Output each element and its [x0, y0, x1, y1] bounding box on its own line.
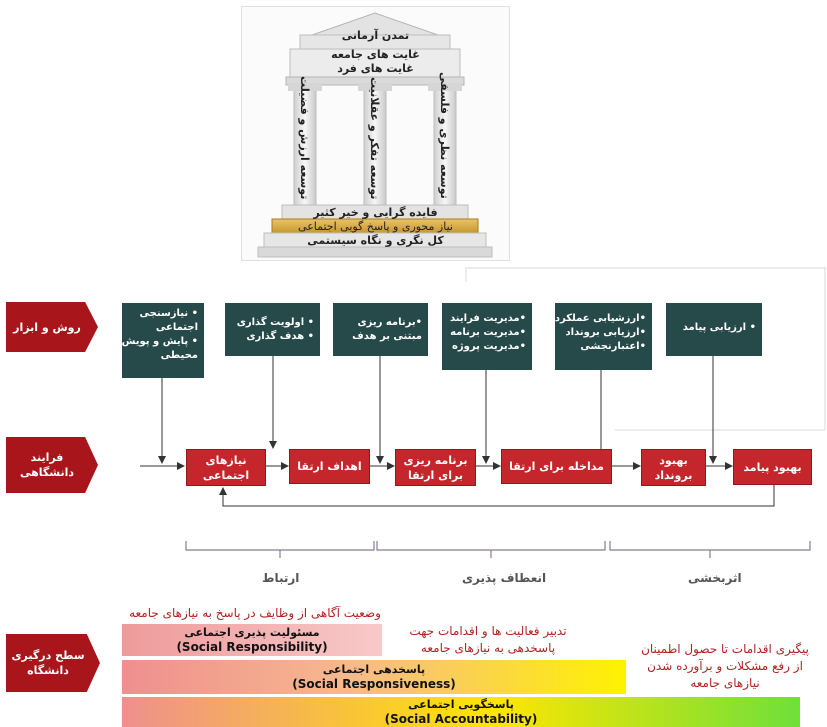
tool-line: •ارزشیابی عملکرد: [554, 313, 646, 324]
process-goals: اهداف ارتقا: [289, 449, 370, 484]
row-label-tools-text: روش و ابزار: [13, 320, 81, 334]
tool-line: • ارزیابی پیامد: [682, 322, 756, 333]
row-label-process-line2: دانشگاهی: [19, 466, 75, 479]
row-label-tools: روش و ابزار: [6, 302, 98, 352]
tool-line: •مدیریت فرایند: [450, 313, 526, 324]
note-followup-line2: از رفع مشکلات و برآورده شدن: [647, 659, 803, 673]
tool-line: • پایش و پویش: [121, 336, 198, 347]
tool-box-management: •مدیریت فرایند •مدیریت برنامه •مدیریت پر…: [442, 303, 532, 370]
tool-box-evaluation: •ارزشیابی عملکرد •ارزیابی برونداد •اعتبا…: [555, 303, 652, 370]
tool-box-outcome-evaluation: • ارزیابی پیامد: [666, 303, 762, 356]
bar-social-responsiveness-en: (Social Responsiveness): [292, 677, 456, 691]
note-followup-line1: پیگیری اقدامات تا حصول اطمینان: [641, 642, 809, 656]
process-text-line: اجتماعی: [202, 468, 250, 482]
note-activities-line2: پاسخدهی به نیازهای جامعه: [420, 641, 556, 655]
pillar-label-values: توسعه ارزش و فضیلت: [298, 75, 311, 199]
phase-label-link: ارتباط: [262, 571, 300, 585]
process-text-line: نیازهای: [205, 453, 247, 467]
bar-social-responsiveness-fa: پاسخدهی اجتماعی: [322, 663, 426, 676]
bar-social-responsibility-fa: مسئولیت پذیری اجتماعی: [184, 626, 320, 639]
tool-line: •مدیریت پروژه: [451, 341, 526, 352]
bar-social-responsibility: مسئولیت پذیری اجتماعی (Social Responsibi…: [122, 624, 382, 656]
process-text-line: برنامه ریزی: [403, 453, 468, 467]
tool-line: •ارزیابی برونداد: [565, 327, 646, 338]
temple-base-systemic: کل نگری و نگاه سیستمی: [307, 234, 444, 247]
process-text-line: برای ارتقا: [408, 468, 463, 482]
tool-line: مبتنی بر هدف: [352, 331, 422, 342]
process-outcome-text: بهبود پیامد: [743, 460, 802, 474]
row-label-engagement-text: سطح درگیری دانشگاه: [11, 648, 84, 678]
tool-line: • نیازسنجی: [139, 308, 198, 319]
temple-illustration: تمدن آرمانی غایت های جامعه غایت های فرد …: [241, 6, 510, 261]
row-label-process: فرایند دانشگاهی: [6, 437, 98, 493]
tool-line: • اولویت گذاری: [236, 317, 314, 328]
tool-line: •برنامه ریزی: [357, 317, 422, 328]
note-activities-line1: تدبیر فعالیت ها و اقدامات جهت: [409, 624, 567, 638]
temple-base-needs: نیاز محوری و پاسخ گویی اجتماعی: [298, 220, 453, 233]
tool-line: • هدف گذاری: [246, 331, 314, 342]
phase-label-flexibility: انعطاف پذیری: [462, 571, 547, 585]
temple-top-label: تمدن آرمانی: [341, 29, 410, 42]
temple-goal-person: غایت های فرد: [337, 62, 414, 75]
pillar-label-thinking: توسعه تفکر و عقلانیت: [368, 76, 381, 199]
row-label-engagement: سطح درگیری دانشگاه: [6, 634, 100, 692]
note-followup-line3: نیازهای جامعه: [690, 676, 760, 690]
pillar-label-philosophy: توسعه نظری و فلسفی: [438, 72, 451, 199]
row-label-engagement-line2: دانشگاه: [27, 664, 69, 677]
temple-goal-society: غایت های جامعه: [331, 48, 420, 61]
temple-base-utility: فایده گرایی و خیر کثیر: [313, 206, 438, 219]
bar-social-responsibility-en: (Social Responsibility): [176, 640, 328, 654]
process-goals-text: اهداف ارتقا: [297, 460, 362, 473]
row-label-process-line1: فرایند: [30, 451, 64, 464]
bar-social-accountability: پاسخگویی اجتماعی (Social Accountability): [122, 697, 800, 727]
temple-graphic: [257, 12, 493, 258]
bar-social-responsiveness: پاسخدهی اجتماعی (Social Responsiveness): [122, 660, 626, 694]
tool-line: اجتماعی: [155, 322, 198, 333]
process-text-line: بهبود: [659, 453, 688, 467]
bar-social-accountability-en: (Social Accountability): [384, 712, 538, 726]
row-label-engagement-line1: سطح درگیری: [11, 649, 85, 662]
tool-box-planning: •برنامه ریزی مبتنی بر هدف: [333, 303, 428, 356]
tool-box-needs-assessment: • نیازسنجی اجتماعی • پایش و پویش محیطی: [122, 303, 204, 378]
tool-line: •مدیریت برنامه: [450, 327, 526, 338]
phase-label-effectiveness: اثربخشی: [688, 571, 742, 585]
row-label-process-text: فرایند دانشگاهی: [20, 450, 74, 480]
process-intervention-text: مداخله برای ارتقا: [509, 460, 604, 473]
bar-social-accountability-fa: پاسخگویی اجتماعی: [408, 698, 514, 711]
note-awareness: وضعیت آگاهی از وظایف در پاسخ به نیازهای …: [129, 606, 381, 620]
note-followup: پیگیری اقدامات تا حصول اطمینان از رفع مش…: [625, 641, 825, 692]
tool-box-prioritization: • اولویت گذاری • هدف گذاری: [225, 303, 320, 356]
tool-line: •اعتبارنجشی: [580, 341, 646, 352]
note-activities: تدبیر فعالیت ها و اقدامات جهت پاسخدهی به…: [398, 623, 578, 657]
process-text-line: برونداد: [654, 468, 693, 482]
process-intervention: مداخله برای ارتقا: [501, 449, 612, 484]
process-outcome: بهبود پیامد: [733, 449, 812, 485]
tool-line: محیطی: [160, 350, 198, 361]
